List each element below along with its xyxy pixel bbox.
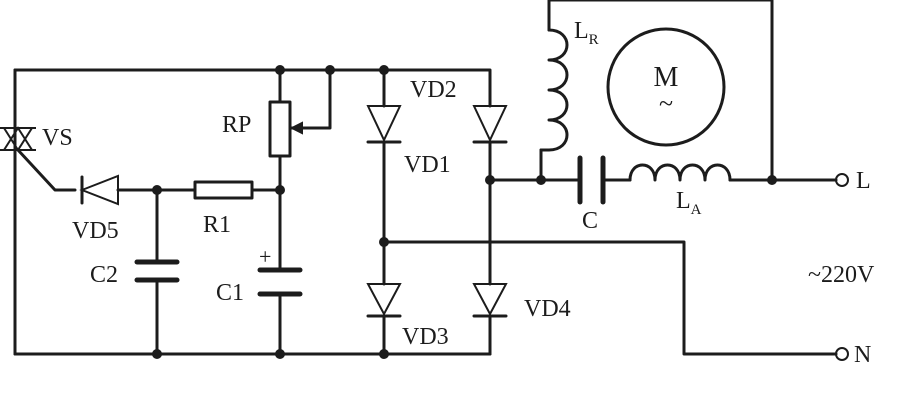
potentiometer-rp: RP [222,100,303,158]
lr-label: L [574,18,589,44]
c1-label: C1 [216,280,244,306]
triac-vs: VS [0,125,73,152]
motor-ac-symbol: ~ [659,89,673,118]
la-label: L [676,188,691,214]
terminal-l-label: L [856,168,871,194]
rp-label: RP [222,112,251,138]
junctions [152,65,777,359]
terminal-n-label: N [854,342,871,368]
supply-voltage-label: ~220V [808,262,875,288]
diode-vd4: VD4 [472,283,571,322]
vs-label: VS [42,125,73,151]
motor-m: M ~ [606,27,726,147]
vd3-label: VD3 [402,324,449,350]
diode-vd5: VD5 [72,174,119,244]
wires [13,0,838,356]
svg-text:LR: LR [574,18,599,48]
resistor-r1: R1 [193,180,254,238]
vd4-label: VD4 [524,296,571,322]
capacitor-c2: C2 [90,259,180,288]
capacitor-c: C [577,155,606,234]
c1-plus-label: + [259,244,271,269]
lr-subscript: R [589,32,599,48]
c2-label: C2 [90,262,118,288]
diode-vd1: VD1 [366,105,451,178]
inductor-la: LA [628,163,732,218]
terminal-n: N [835,342,871,368]
capacitor-c1: + C1 [216,244,303,306]
vd5-label: VD5 [72,218,119,244]
c-label: C [582,208,598,234]
diode-vd3: VD3 [366,283,449,350]
inductor-lr: LR [539,18,599,152]
r1-label: R1 [203,212,231,238]
la-subscript: A [691,202,702,218]
vd1-label: VD1 [404,152,451,178]
terminal-l: L [835,168,871,194]
motor-label: M [654,62,679,93]
svg-text:LA: LA [676,188,702,218]
vd2-label: VD2 [410,77,457,103]
diode-vd2: VD2 [410,77,508,144]
